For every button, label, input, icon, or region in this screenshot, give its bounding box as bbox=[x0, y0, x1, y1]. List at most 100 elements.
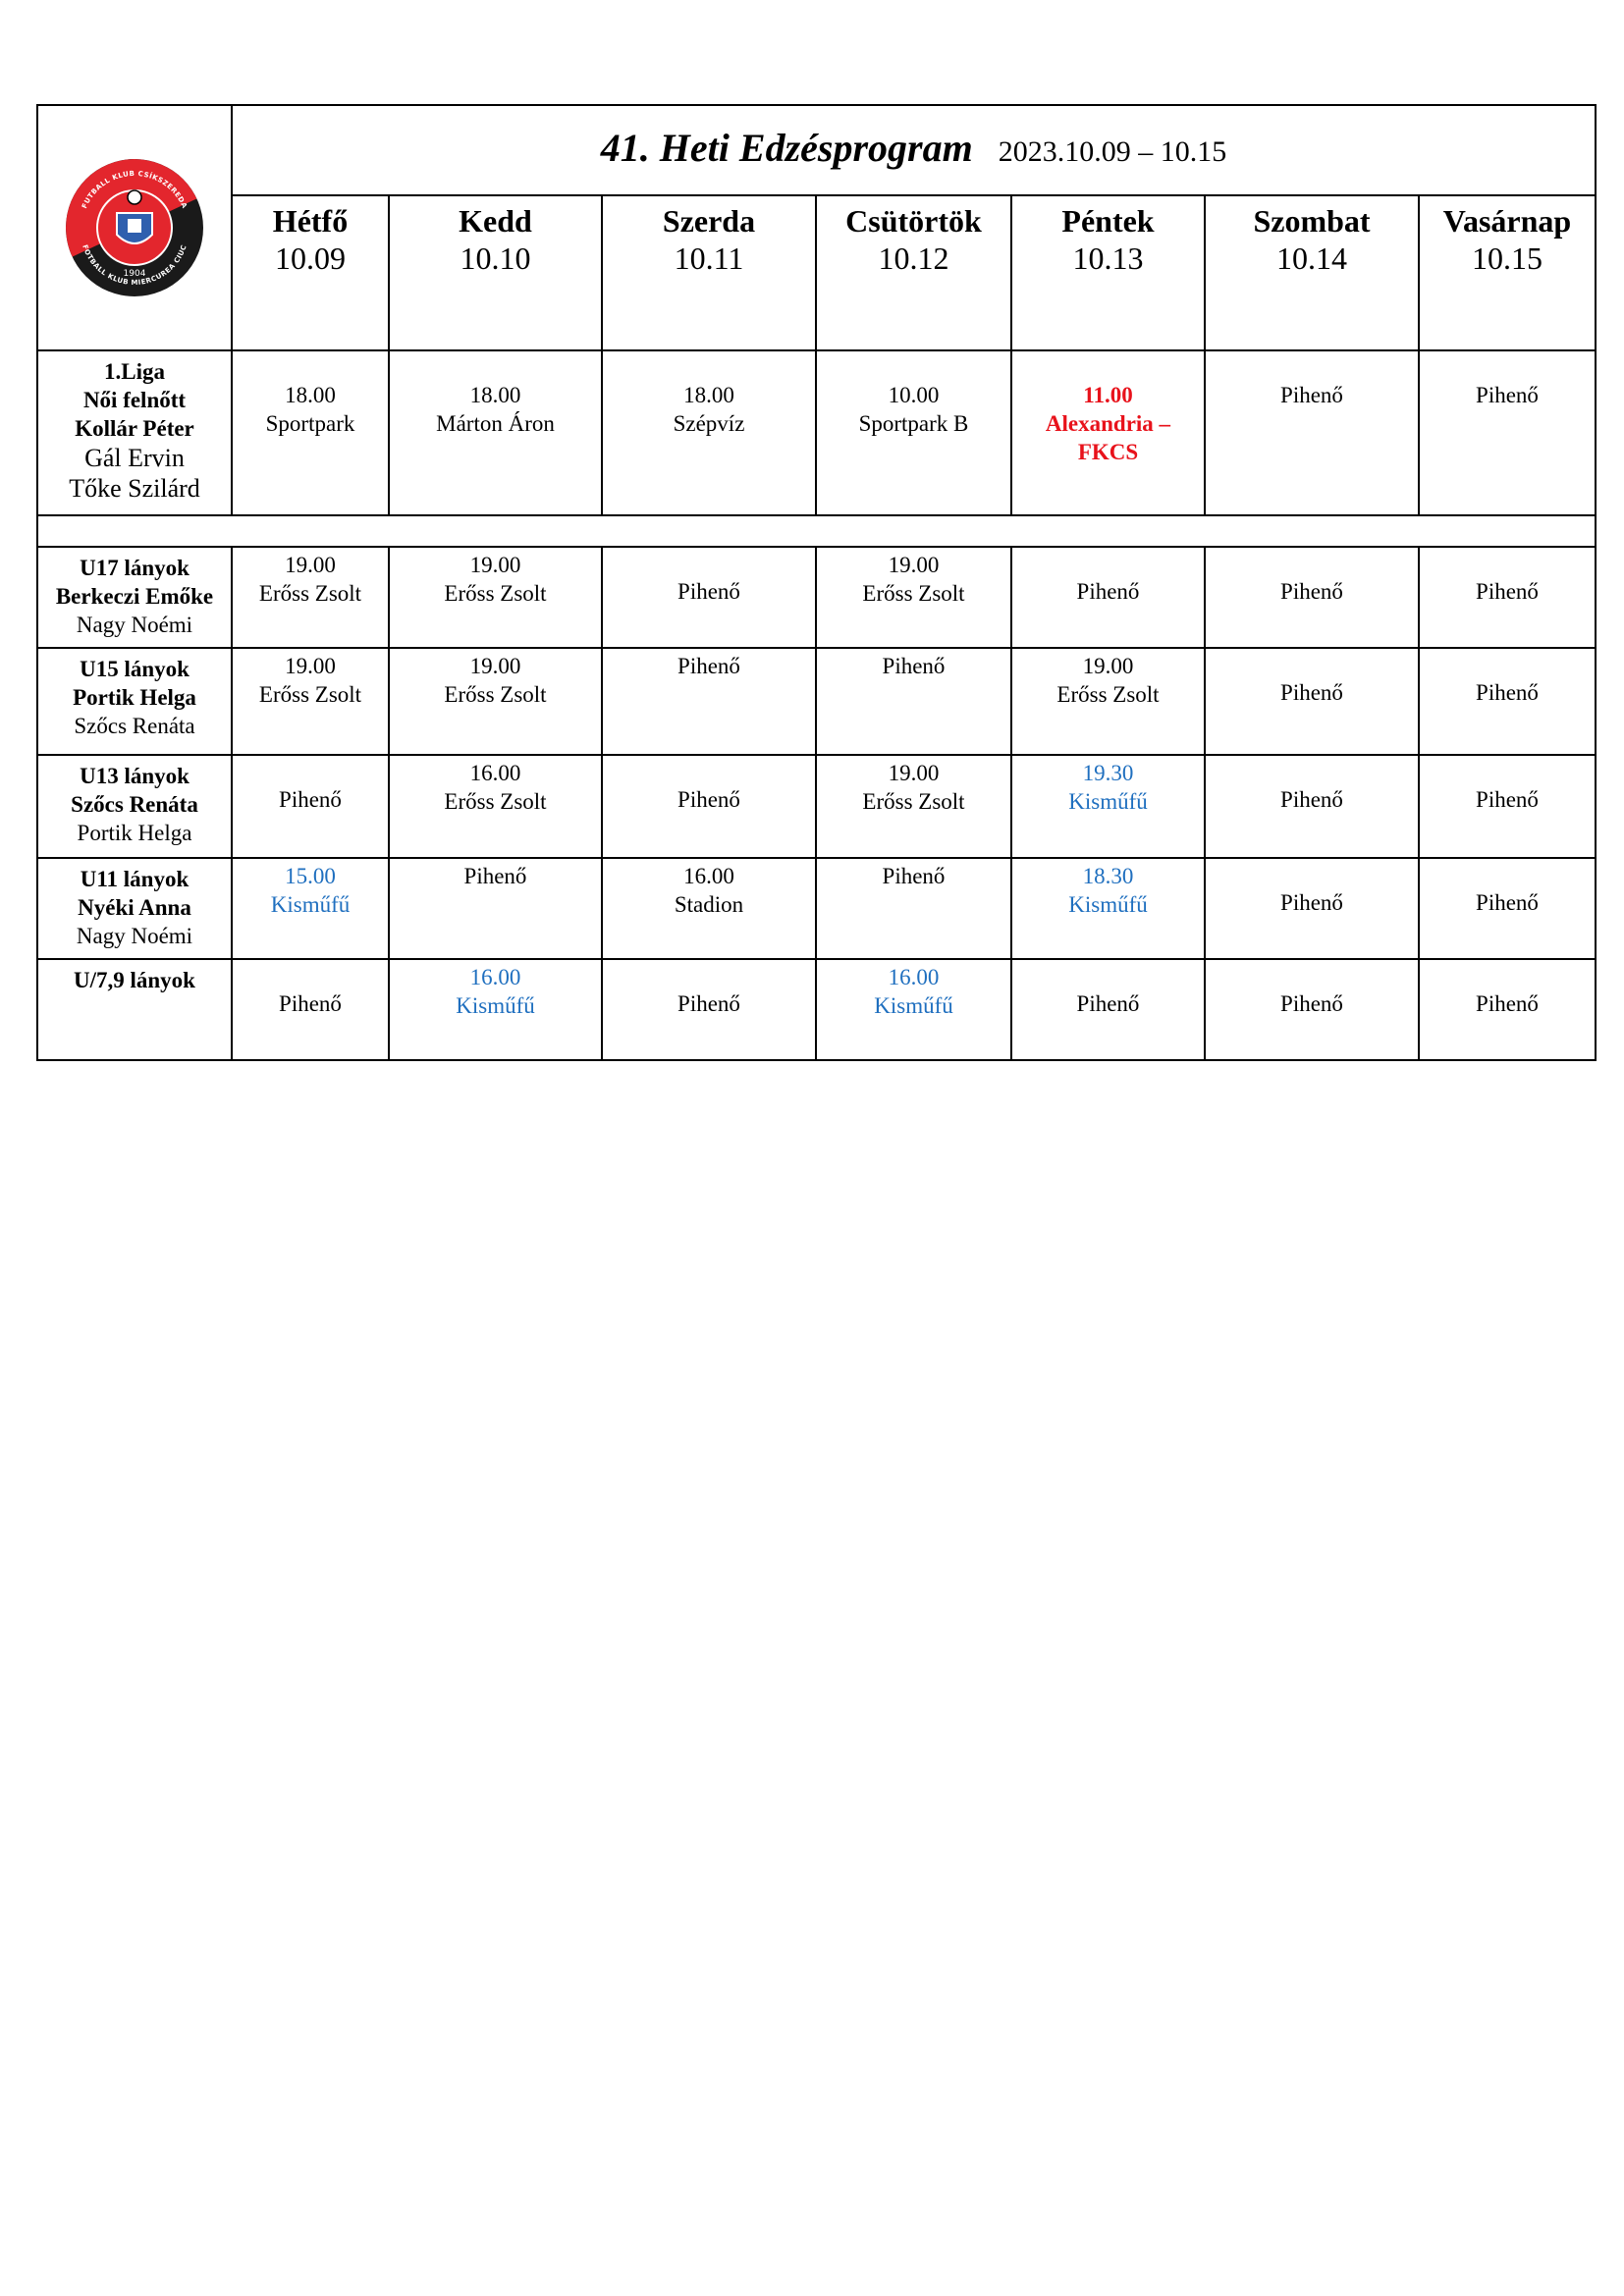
cell-text-line: 16.00 bbox=[469, 965, 521, 989]
cell-text-line: 19.00 bbox=[285, 553, 336, 577]
cell-text-line: 19.00 bbox=[469, 654, 521, 678]
cell-text-line: Pihenő bbox=[279, 991, 342, 1016]
cell-text-line: Erőss Zsolt bbox=[862, 581, 965, 606]
schedule-cell: Pihenő bbox=[601, 754, 817, 859]
cell-text-line: Pihenő bbox=[1476, 680, 1539, 705]
cell-text-line: 19.00 bbox=[888, 553, 940, 577]
cell-text-line: 18.30 bbox=[1082, 864, 1134, 888]
cell-text-line: Pihenő bbox=[279, 787, 342, 812]
day-name: Péntek bbox=[1061, 203, 1155, 239]
schedule-cell: Pihenő bbox=[388, 857, 603, 960]
cell-text-line: Pihenő bbox=[882, 654, 946, 678]
schedule-cell: Pihenő bbox=[231, 754, 390, 859]
group-coach-line: Nagy Noémi bbox=[76, 924, 193, 948]
schedule-cell: Pihenő bbox=[815, 647, 1012, 756]
cell-text-line: 19.00 bbox=[888, 761, 940, 785]
cell-text-line: FKCS bbox=[1077, 440, 1139, 464]
day-name: Szerda bbox=[662, 203, 756, 239]
schedule-cell: Pihenő bbox=[1204, 546, 1420, 649]
day-date: 10.15 bbox=[1472, 240, 1543, 276]
schedule-cell: Pihenő bbox=[815, 857, 1012, 960]
cell-text-line: Kisműfű bbox=[1068, 789, 1148, 814]
schedule-cell: Pihenő bbox=[1418, 754, 1597, 859]
cell-text-line: Erőss Zsolt bbox=[444, 581, 547, 606]
cell-text-line: Stadion bbox=[674, 892, 744, 917]
cell-text-line: Kisműfű bbox=[1068, 892, 1148, 917]
schedule-cell: Pihenő bbox=[601, 546, 817, 649]
cell-text-line: 15.00 bbox=[285, 864, 336, 888]
cell-text-line: Pihenő bbox=[1476, 890, 1539, 915]
group-coach-line: Nagy Noémi bbox=[76, 613, 193, 637]
cell-text-line: Pihenő bbox=[1076, 579, 1140, 604]
cell-text-line: Pihenő bbox=[1280, 787, 1343, 812]
group-title-line: Kollár Péter bbox=[75, 416, 194, 441]
cell-text-line: Pihenő bbox=[677, 654, 740, 678]
day-date: 10.13 bbox=[1072, 240, 1144, 276]
schedule-cell: Pihenő bbox=[1010, 958, 1206, 1061]
group-coach-line: Szőcs Renáta bbox=[74, 714, 195, 738]
day-date: 10.11 bbox=[674, 240, 744, 276]
day-name: Csütörtök bbox=[845, 203, 982, 239]
cell-text-line: 16.00 bbox=[683, 864, 734, 888]
group-title-line: U17 lányok bbox=[80, 556, 189, 580]
cell-text-line: Szépvíz bbox=[673, 411, 745, 436]
schedule-cell: Pihenő bbox=[231, 958, 390, 1061]
group-label-cell: U/7,9 lányok bbox=[36, 958, 233, 1061]
group-title-line: U13 lányok bbox=[80, 764, 189, 788]
day-name: Hétfő bbox=[272, 203, 349, 239]
schedule-cell: Pihenő bbox=[1418, 857, 1597, 960]
schedule-cell: Pihenő bbox=[1418, 546, 1597, 649]
cell-text-line: Pihenő bbox=[1280, 991, 1343, 1016]
cell-text-line: 19.00 bbox=[1082, 654, 1134, 678]
logo-year: 1904 bbox=[124, 269, 146, 279]
cell-text-line: 11.00 bbox=[1083, 383, 1133, 407]
day-date: 10.12 bbox=[878, 240, 949, 276]
group-coach-line: Portik Helga bbox=[77, 821, 192, 845]
schedule-cell: Pihenő bbox=[1418, 958, 1597, 1061]
group-coach-line: Gál Ervin bbox=[84, 444, 185, 472]
cell-text-line: Pihenő bbox=[882, 864, 946, 888]
cell-text-line: Erőss Zsolt bbox=[862, 789, 965, 814]
group-title-line: U11 lányok bbox=[80, 867, 189, 891]
schedule-cell: Pihenő bbox=[601, 958, 817, 1061]
cell-text-line: Pihenő bbox=[1476, 787, 1539, 812]
separator-row bbox=[36, 514, 1597, 548]
schedule-cell: Pihenő bbox=[601, 647, 817, 756]
cell-text-line: Kisműfű bbox=[874, 993, 953, 1018]
group-title-line: 1.Liga bbox=[104, 359, 165, 384]
schedule-cell: Pihenő bbox=[1418, 647, 1597, 756]
group-title-line: Nyéki Anna bbox=[78, 895, 191, 920]
schedule-cell: Pihenő bbox=[1204, 958, 1420, 1061]
cell-text-line: Pihenő bbox=[1476, 991, 1539, 1016]
separator-cell bbox=[36, 514, 1597, 548]
cell-text-line: Erőss Zsolt bbox=[444, 682, 547, 707]
cell-text-line: Pihenő bbox=[1476, 383, 1539, 407]
schedule-cell: Pihenő bbox=[1204, 647, 1420, 756]
